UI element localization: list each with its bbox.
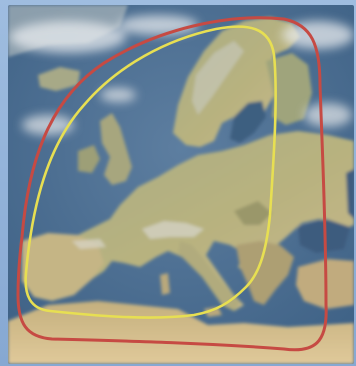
cloud bbox=[100, 88, 136, 102]
scandinavia bbox=[173, 17, 300, 147]
baltic-sea bbox=[230, 101, 266, 143]
sardinia bbox=[160, 273, 170, 295]
carpathians bbox=[234, 201, 272, 225]
cloud bbox=[22, 115, 74, 135]
scandinavian-snow bbox=[192, 41, 244, 115]
caspian-edge bbox=[346, 169, 354, 219]
iberia bbox=[22, 233, 104, 301]
cloud bbox=[304, 103, 352, 127]
sicily bbox=[204, 307, 222, 317]
map-canvas bbox=[8, 5, 354, 364]
italy bbox=[178, 241, 240, 311]
cloud bbox=[10, 21, 126, 53]
cloud bbox=[118, 15, 198, 35]
europe-satellite-map bbox=[8, 5, 354, 364]
coverage-inner-outline bbox=[24, 25, 277, 319]
cloud bbox=[282, 21, 354, 49]
iceland bbox=[38, 67, 80, 91]
ireland bbox=[78, 145, 100, 173]
coverage-outer-outline bbox=[16, 16, 328, 352]
alps bbox=[142, 221, 204, 239]
balkans bbox=[236, 241, 294, 305]
pyrenees bbox=[72, 239, 106, 249]
finland bbox=[266, 53, 312, 125]
great-britain bbox=[100, 113, 132, 185]
